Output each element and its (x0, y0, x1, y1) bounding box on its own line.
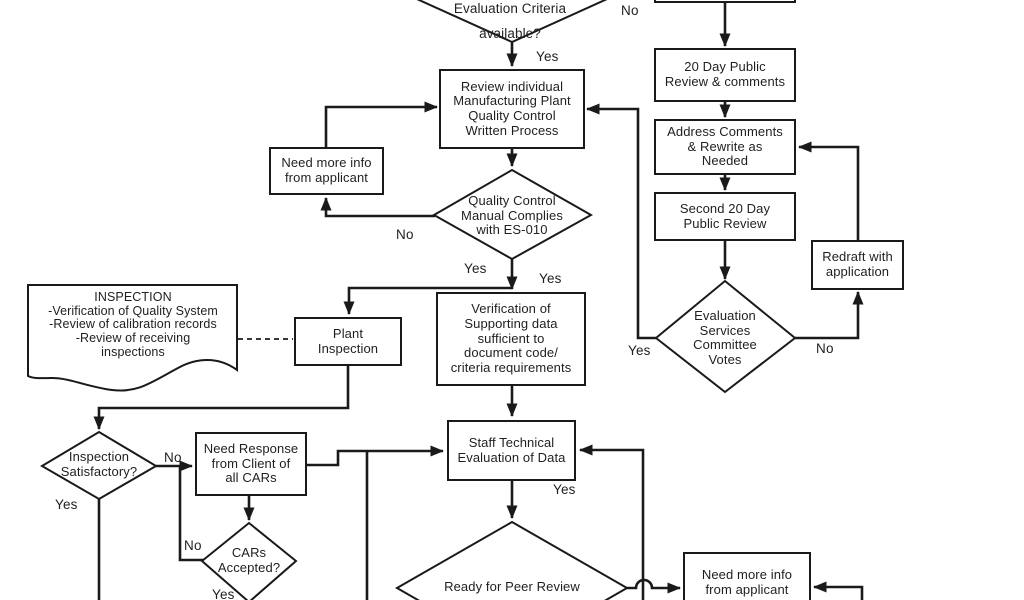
edge-cars-no-loop (178, 467, 205, 562)
edge-label-cars-no: No (184, 538, 202, 553)
label-eval-services-votes: Evaluation Services Committee Votes (693, 308, 757, 367)
edge-label-eval-criteria-no: No (621, 3, 639, 18)
edge-label-cars-yes: Yes (212, 587, 235, 600)
decision-inspection-satisfactory (40, 430, 158, 501)
decision-qc-manual-complies (431, 168, 594, 261)
box-plant-inspection: Plant Inspection (294, 317, 402, 366)
edge-label-eval-criteria-yes: Yes (536, 49, 559, 64)
box-need-more-info-bottom: Need more info from applicant (683, 552, 811, 600)
edge-label-eval-services-no: No (816, 341, 834, 356)
box-address-comments: Address Comments & Rewrite as Needed (654, 119, 796, 175)
edge-label-qc-manual-yes-left: Yes (464, 261, 487, 276)
edge-label-staff-eval-yes: Yes (553, 482, 576, 497)
edge-label-qc-manual-yes-right: Yes (539, 271, 562, 286)
box-20day-public-review: 20 Day Public Review & comments (654, 48, 796, 102)
edge-into-needinfo-bottom-right (813, 581, 864, 600)
edge-qcmanual-no-to-needinfo (320, 197, 435, 218)
edge-readypeer-to-needinfo-hop (627, 578, 681, 594)
label-cars-accepted: CARs Accepted? (217, 545, 281, 575)
box-need-more-info-top: Need more info from applicant (269, 147, 384, 195)
edge-label-qc-manual-no: No (396, 227, 414, 242)
edge-loop-to-staffeval-right (579, 444, 645, 600)
box-review-plant-qc: Review individual Manufacturing Plant Qu… (439, 69, 585, 149)
decision-cars-accepted (200, 521, 298, 600)
edge-label-inspection-no: No (164, 450, 182, 465)
box-redraft: Redraft with application (811, 240, 904, 290)
edge-qcmanual-yes-to-plant (343, 286, 512, 315)
edge-label-inspection-yes: Yes (55, 497, 78, 512)
edge-esvotes-no-to-redraft (795, 291, 864, 340)
edge-label-eval-services-yes: Yes (628, 343, 651, 358)
label-qc-manual-complies: Quality Control Manual Complies with ES-… (461, 193, 563, 238)
label-inspection-satisfactory: Inspection Satisfactory? (60, 449, 138, 479)
edge-esvotes-yes-to-review (586, 103, 656, 340)
edge-needinfo-to-review (324, 101, 438, 147)
label-inspection-notes: INSPECTION -Verification of Quality Syst… (48, 290, 218, 359)
edge-plant-to-inspsat (93, 366, 350, 430)
box-top-partial (654, 0, 796, 3)
decision-ready-for-peer-review (394, 520, 630, 600)
label-eval-criteria: Evaluation Criteria available? (453, 1, 567, 41)
box-second-20day: Second 20 Day Public Review (654, 192, 796, 241)
edge-redraft-to-address (798, 141, 860, 240)
box-need-response-cars: Need Response from Client of all CARs (195, 432, 307, 496)
label-ready-for-peer-review: Ready for Peer Review (444, 579, 580, 594)
decision-eval-criteria (416, 0, 608, 44)
document-inspection-notes (27, 284, 238, 392)
box-staff-technical-eval: Staff Technical Evaluation of Data (447, 420, 576, 481)
decision-eval-services-votes (654, 279, 797, 394)
box-verification-supporting-data: Verification of Supporting data sufficie… (436, 292, 586, 386)
edge-needresponse-to-staffeval (303, 445, 444, 467)
